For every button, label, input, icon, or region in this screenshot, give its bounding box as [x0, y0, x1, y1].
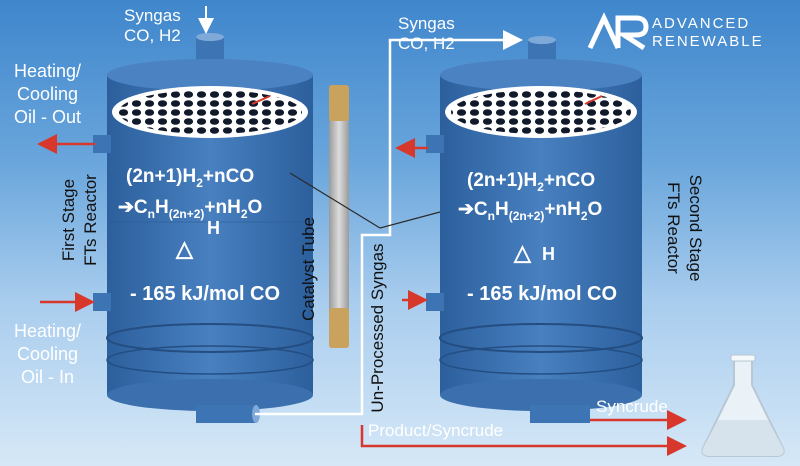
logo-line-2: RENEWABLE	[652, 33, 764, 50]
product-syncrude-label: Product/Syncrude	[368, 421, 504, 440]
reactor2-name-line1: Second Stage	[686, 174, 705, 282]
syngas-inlet-label-right: Syngas CO, H2	[398, 14, 455, 54]
logo-line-1: ADVANCED	[652, 15, 751, 32]
oil-in-label: Heating/ Cooling Oil - In	[14, 320, 81, 389]
reactor1-delta-icon: △	[176, 236, 193, 261]
unprocessed-syngas-line	[255, 30, 523, 416]
syngas-right-line1: Syngas	[398, 14, 455, 33]
reactor1-oil-out-nozzle	[93, 135, 111, 153]
reactor1-equation-line2: ➔CnH(2n+2)+nH2O	[118, 197, 263, 221]
reactor2-equation-line2: ➔CnH(2n+2)+nH2O	[458, 199, 603, 223]
oil-out-line1: Heating/	[14, 61, 82, 81]
reactor2-delta-h: H	[542, 244, 555, 264]
oil-out-line2: Cooling	[17, 84, 79, 104]
reactor2-equation-line1: (2n+1)H2+nCO	[467, 170, 596, 194]
reactor2-outlet-nozzle	[530, 405, 590, 423]
reactor2-name-line2: FTs Reactor	[664, 182, 683, 274]
oil-in-line3: Oil - In	[21, 367, 75, 387]
syncrude-label: Syncrude	[596, 397, 668, 416]
reactor2-oil-out-nozzle	[426, 135, 444, 153]
syngas-inlet-label-left: Syngas CO, H2	[124, 6, 181, 46]
reactor1-delta-h: H	[207, 218, 220, 238]
ar-logo-icon	[587, 12, 649, 51]
syncrude-flask-icon	[701, 354, 785, 457]
oil-out-label: Heating/ Cooling Oil - Out	[14, 60, 81, 129]
reactor2-delta-icon: △	[514, 240, 531, 265]
reactor2-oil-in-nozzle	[426, 293, 444, 311]
reactor1-oil-in-nozzle	[93, 293, 111, 311]
syngas-left-line2: CO, H2	[124, 26, 181, 45]
reactor1-energy: - 165 kJ/mol CO	[130, 283, 281, 305]
reactor1-equation-line1: (2n+1)H2+nCO	[126, 166, 255, 190]
oil-in-line1: Heating/	[14, 321, 82, 341]
catalyst-pointer-line	[289, 172, 381, 229]
syngas-right-line2: CO, H2	[398, 34, 455, 53]
reactor1-outlet-nozzle	[196, 405, 256, 423]
product-line	[360, 425, 687, 456]
oil-in-line2: Cooling	[17, 344, 79, 364]
oil-out-line3: Oil - Out	[14, 107, 82, 127]
catalyst-tube-label: Catalyst Tube	[299, 217, 318, 321]
reactor1-name-line1: First Stage	[59, 178, 78, 262]
second-stage-reactor	[426, 36, 643, 423]
catalyst-tube	[329, 85, 349, 348]
first-stage-reactor	[93, 33, 314, 423]
reactor1-name-line2: FTs Reactor	[81, 174, 100, 266]
reactor2-energy: - 165 kJ/mol CO	[467, 283, 618, 305]
syngas-left-line1: Syngas	[124, 6, 181, 25]
unprocessed-syngas-label: Un-Processed Syngas	[368, 243, 387, 413]
